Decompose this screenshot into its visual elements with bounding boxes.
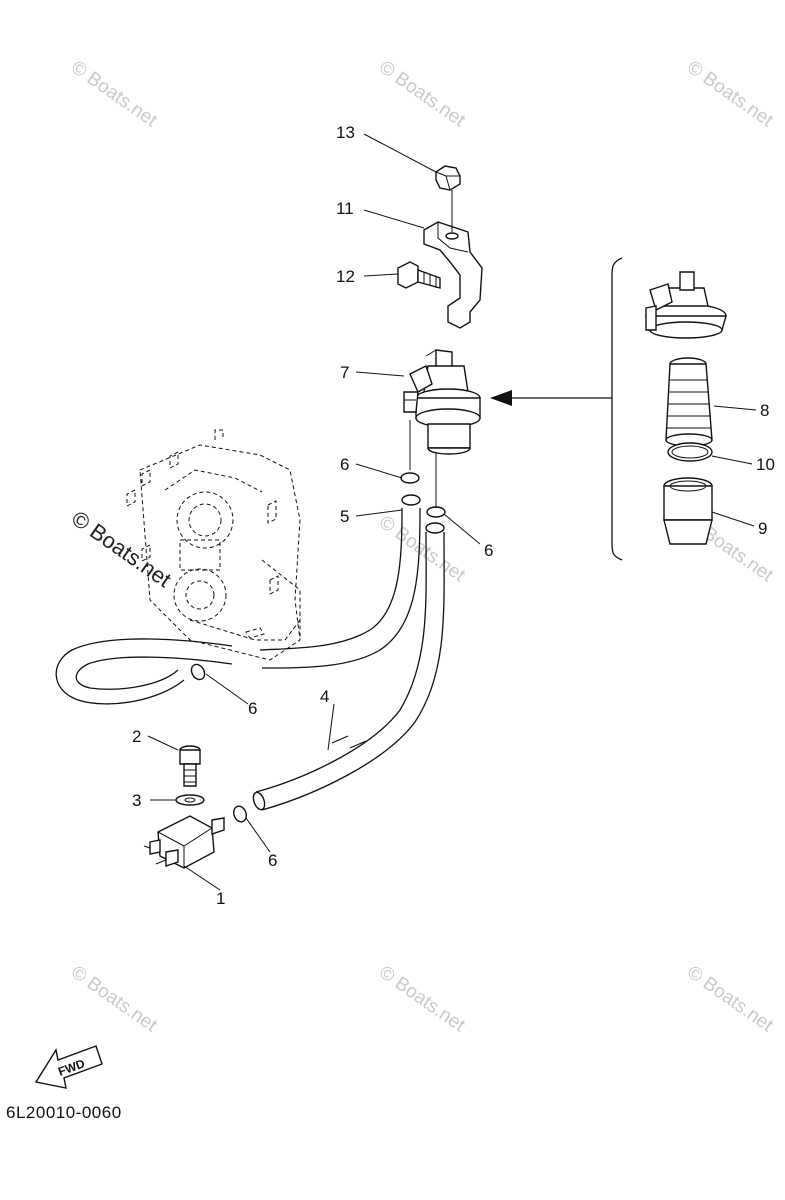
carburetor-body [126,429,301,661]
watermark: © Boats.net [683,962,777,1037]
callout-5: 5 [340,507,349,526]
clamp-6d [233,805,247,823]
callout-6c: 6 [248,699,257,718]
callout-10: 10 [756,455,775,474]
callout-3: 3 [132,791,141,810]
fuel-filter-assembly [403,349,481,508]
watermark: © Boats.net [67,506,176,593]
callout-1: 1 [216,889,225,908]
callout-2: 2 [132,727,141,746]
callout-13: 13 [336,123,355,142]
watermark: © Boats.net [375,962,469,1037]
callout-8: 8 [760,401,769,420]
callout-4: 4 [320,687,329,706]
fuel-pump-assembly [143,745,225,869]
bracket-assembly [397,165,483,329]
clamp-6b [426,506,446,518]
watermark: © Boats.net [375,57,469,132]
fwd-arrow: FWD [34,1045,103,1089]
callout-11: 11 [336,199,354,218]
callouts: 13 11 12 7 6 5 6 6 4 2 3 6 1 8 10 9 [132,123,775,908]
watermark: © Boats.net [683,57,777,132]
diagram-code: 6L20010-0060 [6,1103,122,1122]
watermark: © Boats.net [67,57,161,132]
watermark: © Boats.net [67,962,161,1037]
fuel-hose-4 [252,522,445,811]
watermark-group: © Boats.net © Boats.net © Boats.net © Bo… [67,57,777,1037]
callout-6b: 6 [484,541,493,560]
callout-6a: 6 [340,455,349,474]
clamp-6c [190,663,206,681]
clamp-6a [400,472,420,484]
callout-12: 12 [336,267,355,286]
hose-clamps [190,472,446,823]
callout-6d: 6 [268,851,277,870]
fuel-hose-5 [55,494,421,705]
filter-exploded-view [490,257,727,561]
callout-7: 7 [340,363,349,382]
leader-lines [147,133,757,891]
callout-9: 9 [758,519,767,538]
